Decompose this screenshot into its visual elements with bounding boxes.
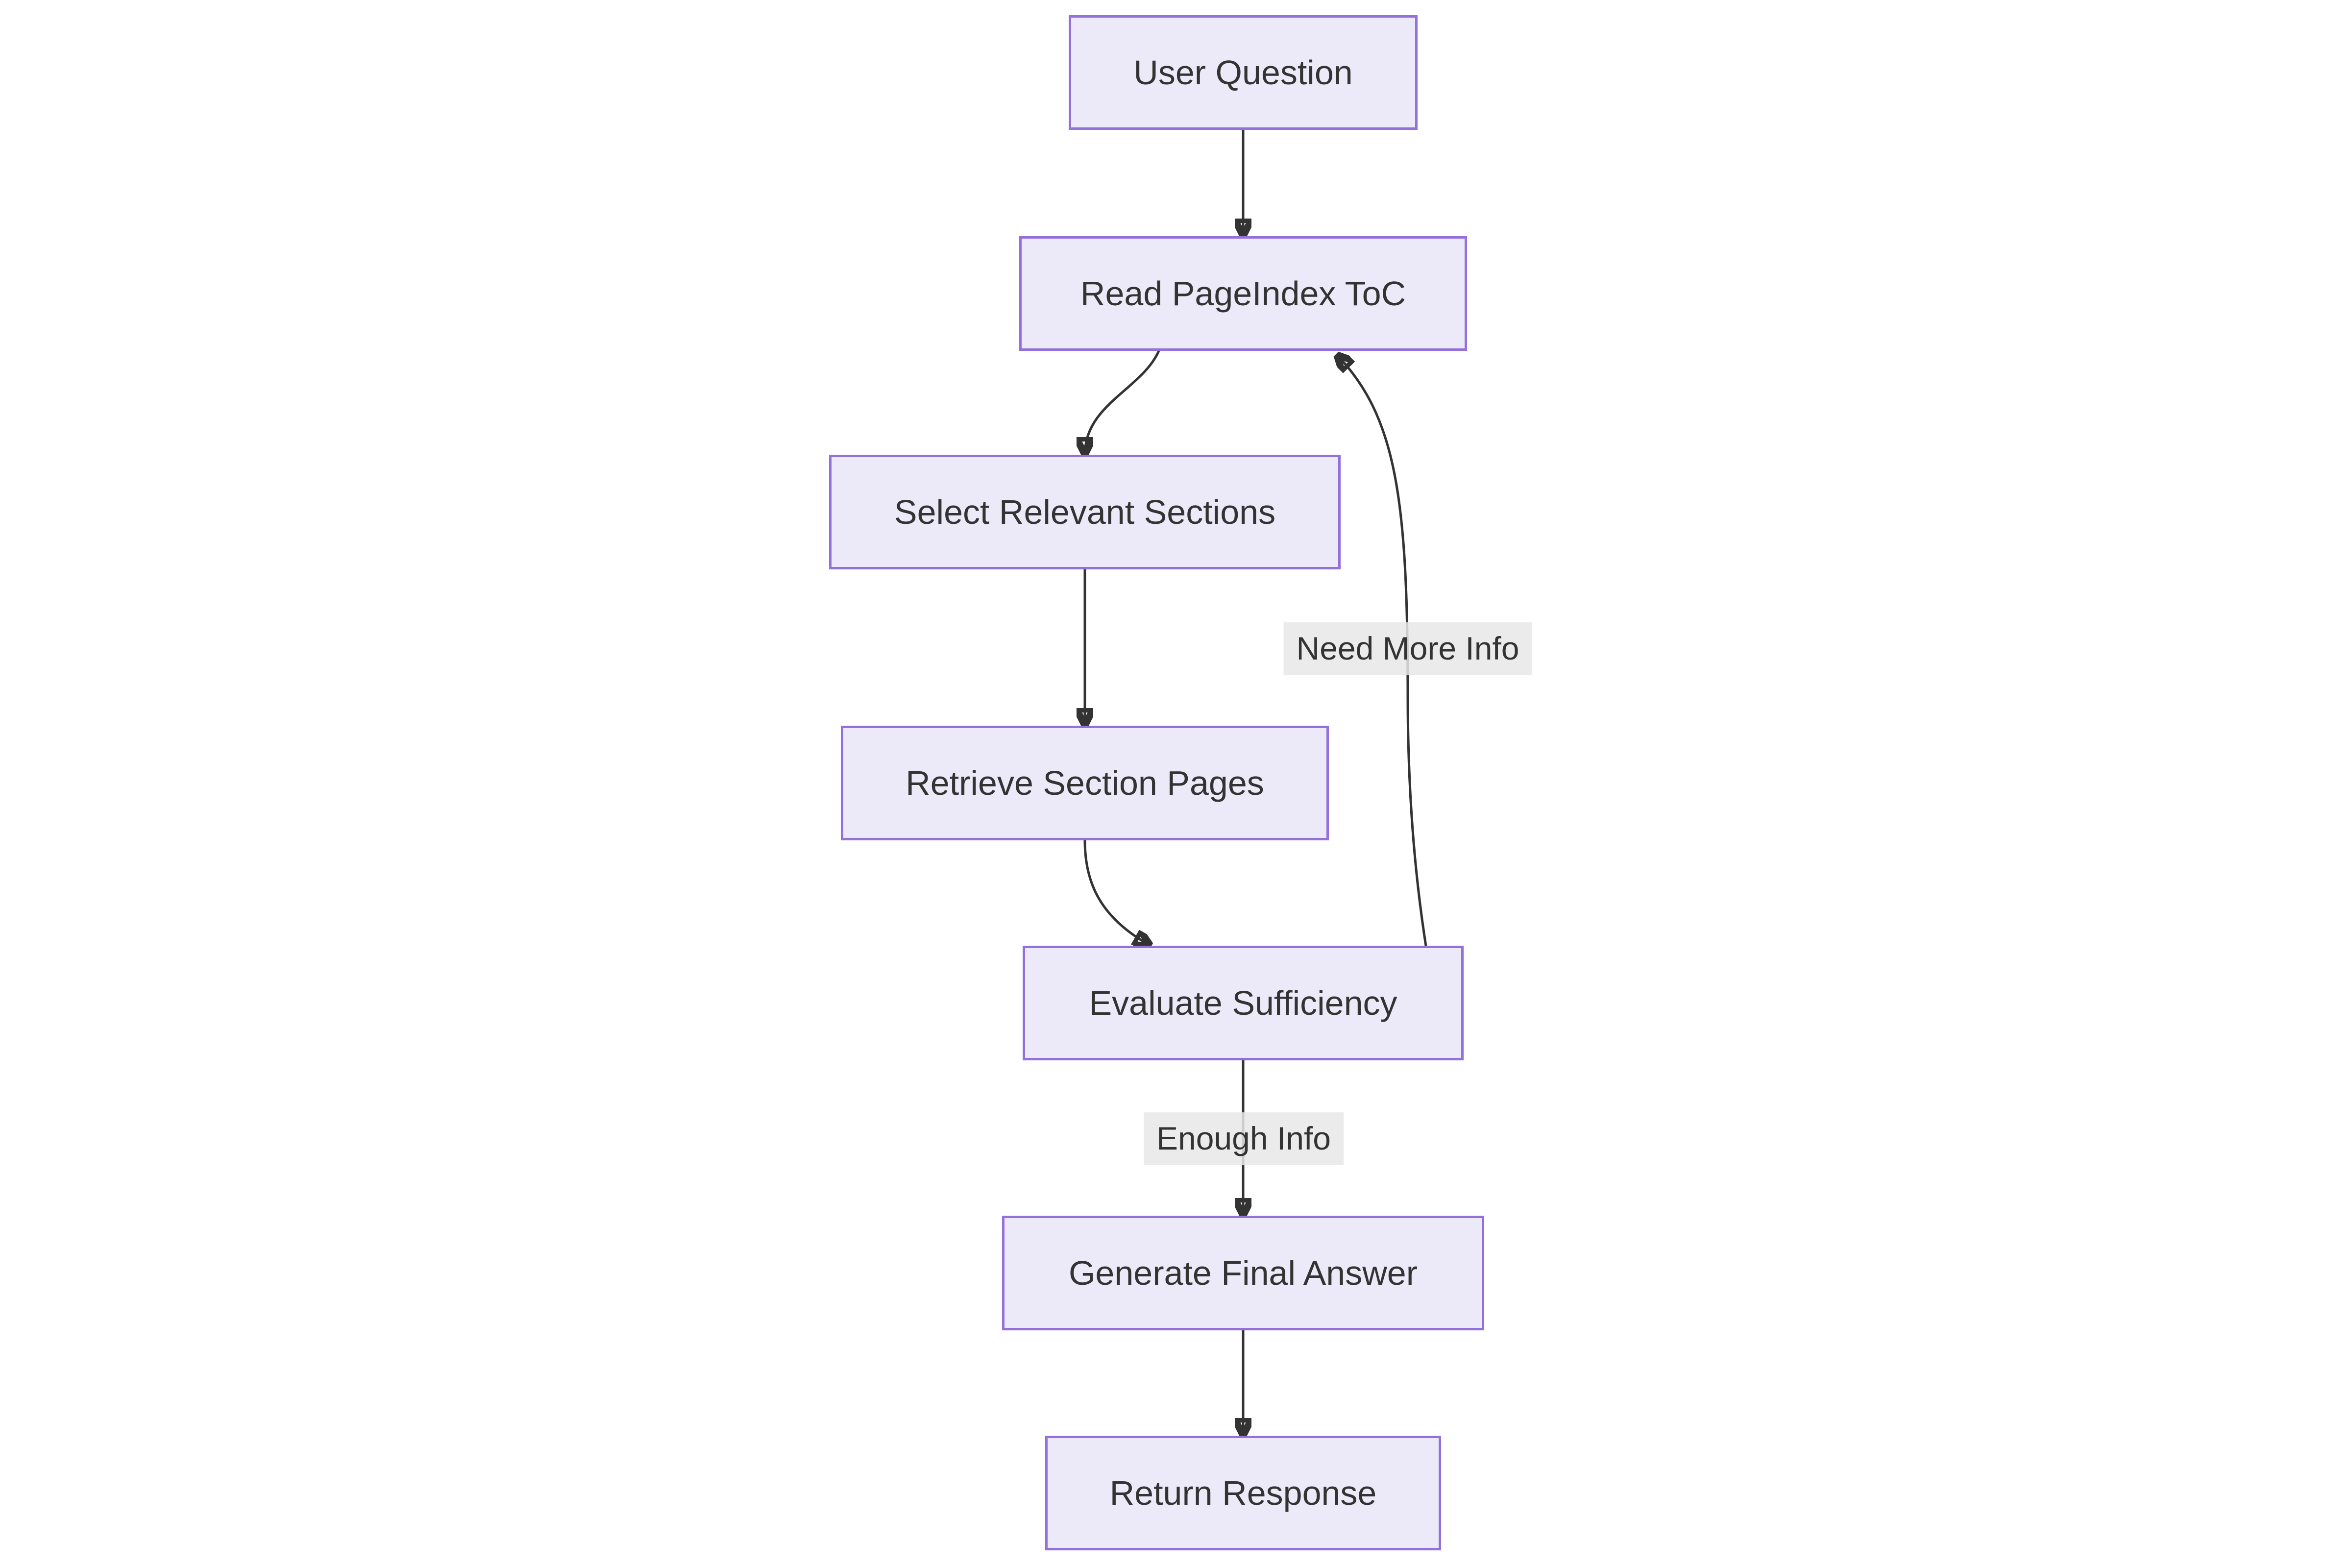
node-generate-final-answer: Generate Final Answer (1002, 1216, 1484, 1330)
edge-read-pageindex-toc-to-select-relevant-sections (1085, 350, 1160, 455)
node-label: Select Relevant Sections (894, 493, 1276, 531)
node-label: Read PageIndex ToC (1080, 274, 1406, 313)
node-user-question: User Question (1069, 15, 1418, 130)
node-read-pageindex-toc: Read PageIndex ToC (1019, 236, 1467, 351)
node-label: Retrieve Section Pages (906, 764, 1264, 802)
edge-label-need-more-info: Need More Info (1283, 622, 1532, 675)
node-return-response: Return Response (1045, 1436, 1441, 1550)
node-label: Evaluate Sufficiency (1089, 984, 1397, 1022)
edge-label-enough-info: Enough Info (1144, 1112, 1344, 1165)
node-label: Return Response (1109, 1474, 1377, 1512)
node-evaluate-sufficiency: Evaluate Sufficiency (1023, 946, 1464, 1060)
node-label: Generate Final Answer (1068, 1254, 1418, 1292)
edge-retrieve-section-pages-to-evaluate-sufficiency (1083, 840, 1151, 946)
node-label: User Question (1133, 53, 1353, 92)
node-select-relevant-sections: Select Relevant Sections (829, 455, 1341, 569)
node-retrieve-section-pages: Retrieve Section Pages (841, 726, 1329, 840)
